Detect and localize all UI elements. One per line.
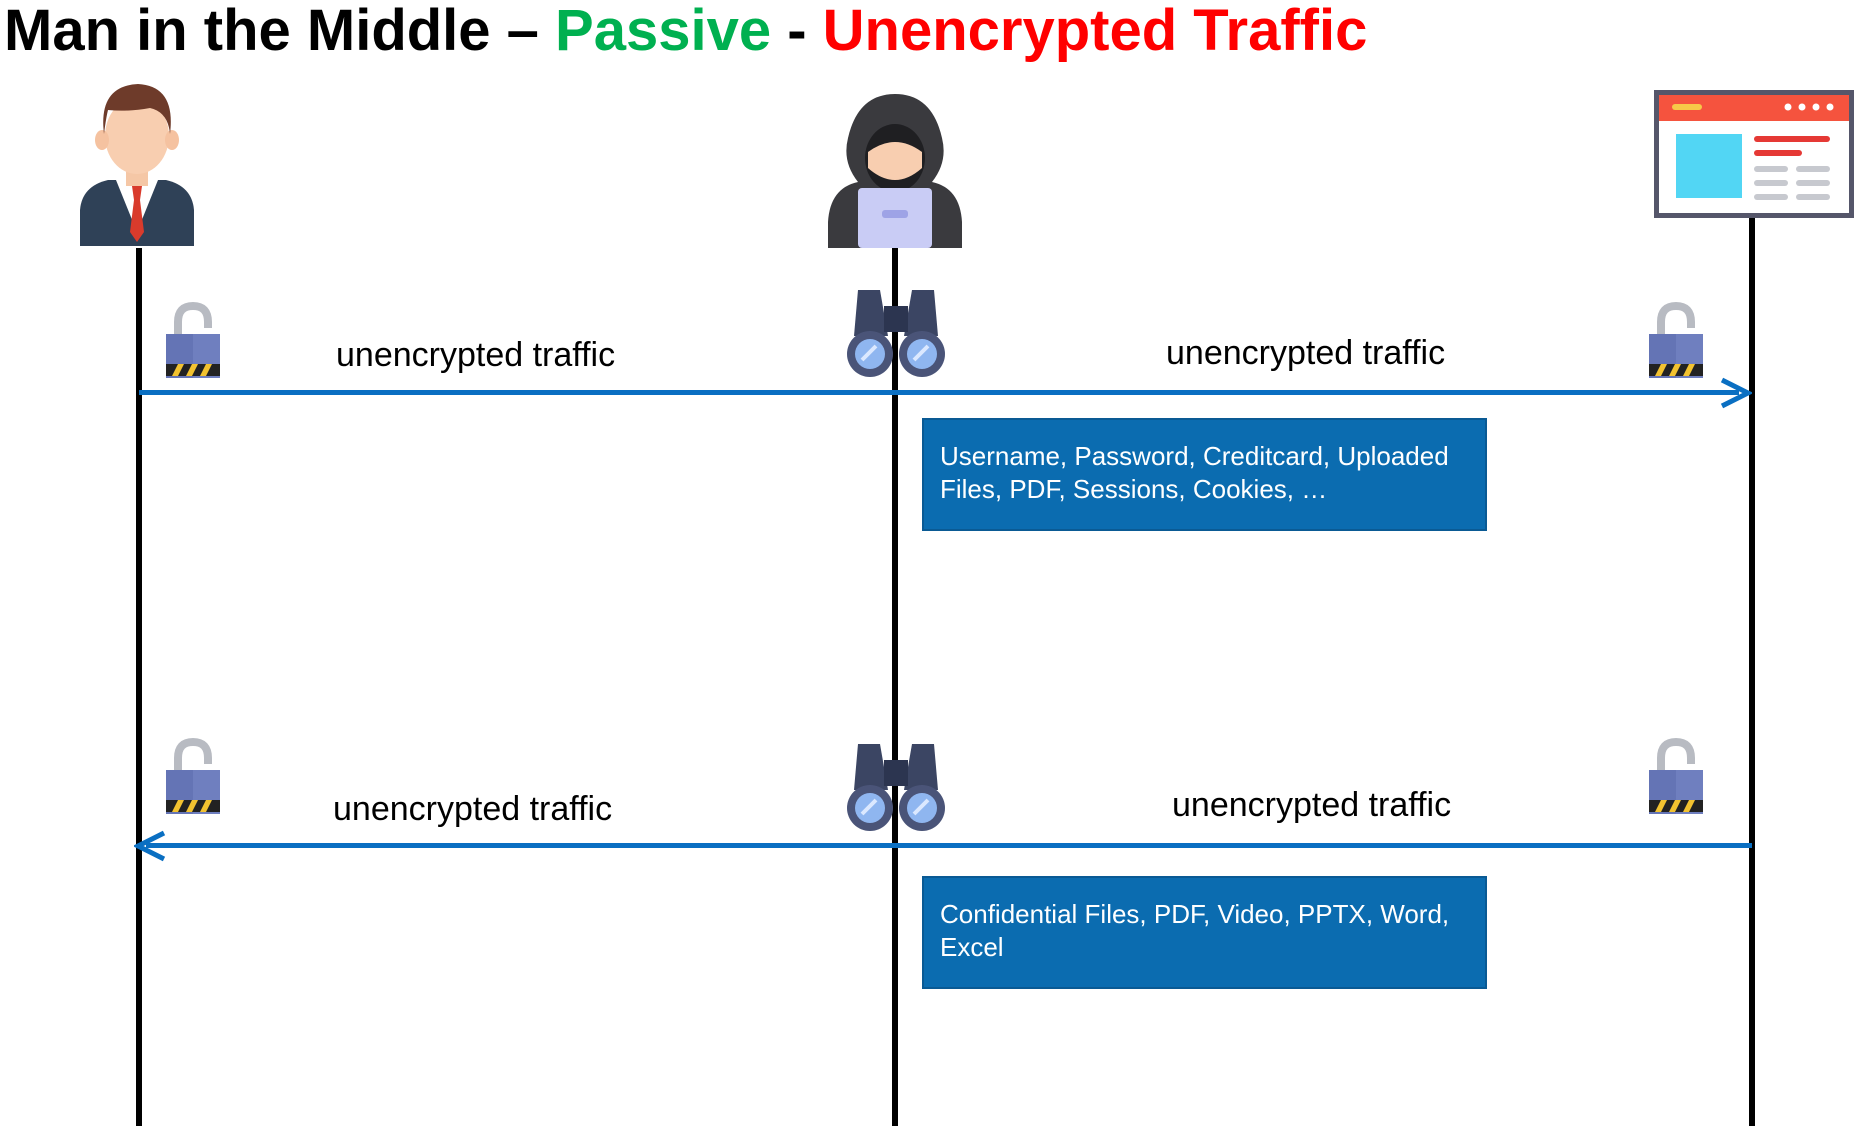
open-padlock-icon xyxy=(1647,302,1705,378)
businessman-icon xyxy=(80,84,194,246)
message1-left-label: unencrypted traffic xyxy=(336,336,616,374)
hacker-icon xyxy=(828,94,962,248)
title-passive: Passive xyxy=(555,0,772,63)
user-lifeline xyxy=(136,248,142,1126)
server-lifeline xyxy=(1749,218,1755,1126)
message1-info-box: Username, Password, Creditcard, Uploaded… xyxy=(922,418,1487,531)
message2-left-label: unencrypted traffic xyxy=(333,790,613,828)
message1-right-label: unencrypted traffic xyxy=(1166,334,1446,372)
arrowhead-right-icon xyxy=(1720,377,1752,409)
title-unencrypted: Unencrypted Traffic xyxy=(822,0,1368,63)
title-prefix: Man in the Middle – xyxy=(4,0,556,63)
message1-info-text: Username, Password, Creditcard, Uploaded… xyxy=(940,441,1449,504)
open-padlock-icon xyxy=(164,302,222,378)
message2-right-label: unencrypted traffic xyxy=(1172,786,1452,824)
binoculars-icon xyxy=(846,286,946,378)
arrowhead-left-icon xyxy=(134,830,166,862)
open-padlock-icon xyxy=(164,738,222,814)
title-separator: - xyxy=(771,0,823,63)
message2-arrow xyxy=(146,843,1752,848)
attacker-lifeline xyxy=(892,248,898,1126)
diagram-title: Man in the Middle – Passive - Unencrypte… xyxy=(4,0,1367,62)
binoculars-icon xyxy=(846,740,946,832)
open-padlock-icon xyxy=(1647,738,1705,814)
webpage-icon xyxy=(1654,90,1854,218)
message1-arrow xyxy=(139,390,1739,395)
message2-info-box: Confidential Files, PDF, Video, PPTX, Wo… xyxy=(922,876,1487,989)
message2-info-text: Confidential Files, PDF, Video, PPTX, Wo… xyxy=(940,899,1450,962)
